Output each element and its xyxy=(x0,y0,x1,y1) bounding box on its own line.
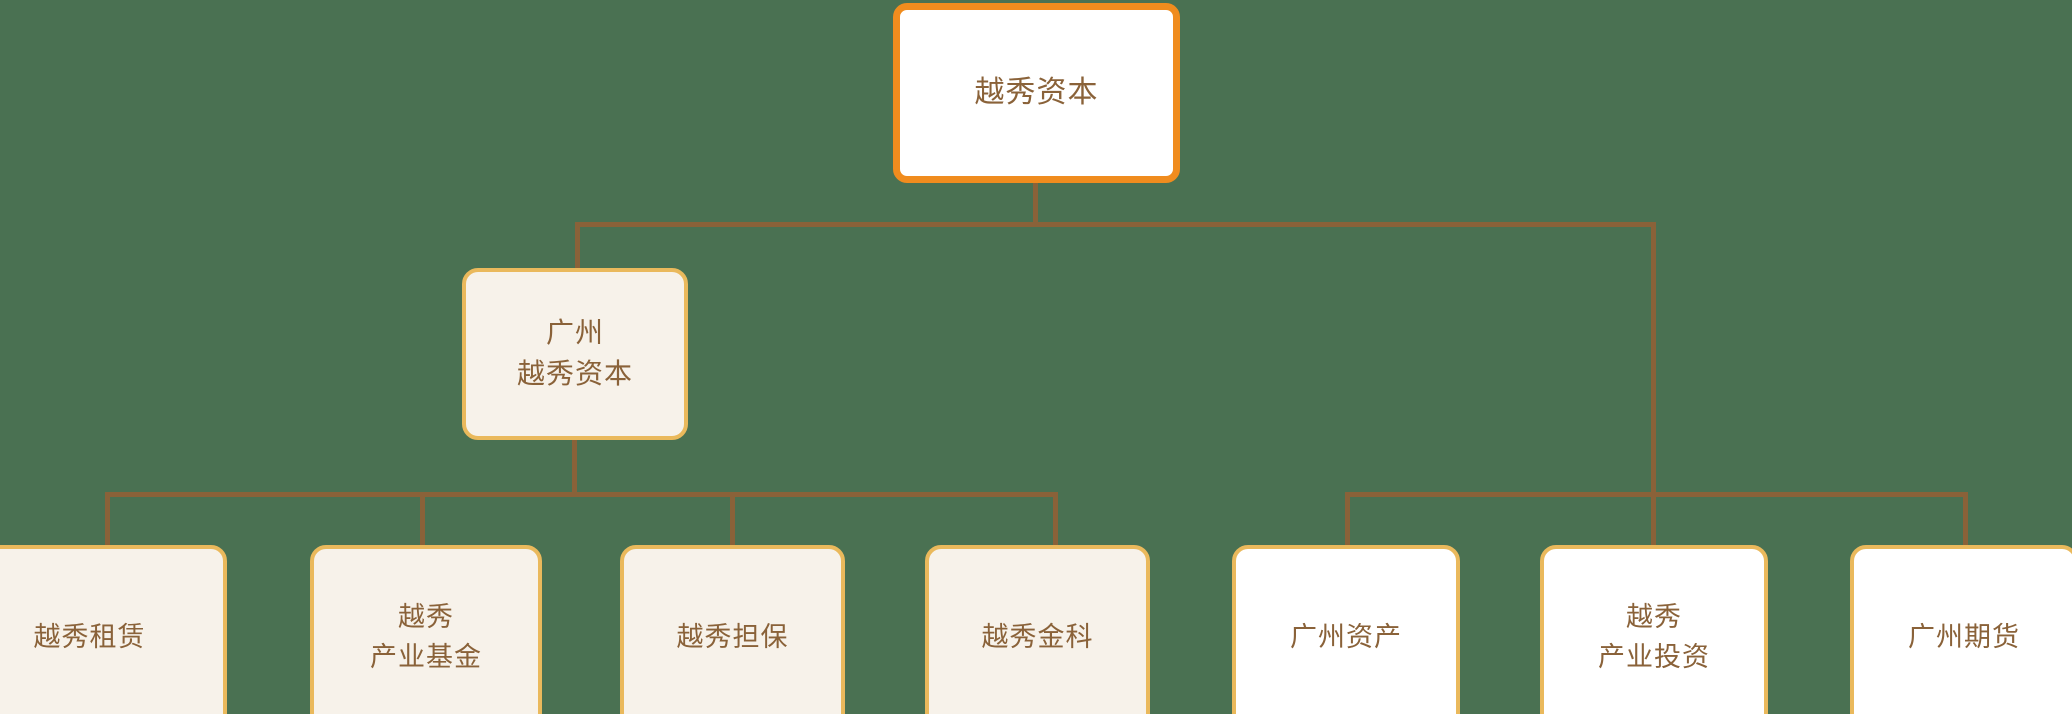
node-leaf-yuexiu-guarantee[interactable]: 越秀担保 xyxy=(620,545,845,714)
node-root-label: 越秀资本 xyxy=(974,76,1099,110)
node-leaf-yuexiu-fintech[interactable]: 越秀金科 xyxy=(925,545,1150,714)
connector-right-child-stub-3 xyxy=(1963,492,1968,548)
node-leaf-label-1: 越秀租赁 xyxy=(33,621,146,652)
node-leaf-guangzhou-assets[interactable]: 广州资产 xyxy=(1232,545,1460,714)
node-leaf-label-2: 越秀 产业基金 xyxy=(370,602,482,672)
connector-left-bus xyxy=(105,492,1057,497)
connector-top-bus xyxy=(575,222,1656,227)
node-leaf-label-4: 越秀金科 xyxy=(981,621,1094,652)
node-branch-label: 广州 越秀资本 xyxy=(516,317,633,389)
connector-left-child-stub-4 xyxy=(1053,492,1058,548)
connector-right-bus xyxy=(1345,492,1967,497)
node-leaf-label-3: 越秀担保 xyxy=(676,621,789,652)
node-root-yuexiu-capital[interactable]: 越秀资本 xyxy=(893,3,1180,183)
connector-left-child-stub-2 xyxy=(420,492,425,548)
connector-right-trunk xyxy=(1651,222,1656,495)
node-leaf-guangzhou-futures[interactable]: 广州期货 xyxy=(1850,545,2072,714)
node-leaf-label-7: 广州期货 xyxy=(1908,621,2020,652)
connector-left-child-stub-3 xyxy=(730,492,735,548)
node-leaf-label-5: 广州资产 xyxy=(1290,621,1402,652)
node-branch-guangzhou-yuexiu-capital[interactable]: 广州 越秀资本 xyxy=(462,268,688,440)
connector-branch-drop xyxy=(575,222,580,272)
node-leaf-yuexiu-industrial-investment[interactable]: 越秀 产业投资 xyxy=(1540,545,1768,714)
node-leaf-label-6: 越秀 产业投资 xyxy=(1598,602,1710,672)
connector-right-child-stub-1 xyxy=(1345,492,1350,548)
connector-branch-stub xyxy=(572,438,577,494)
connector-left-child-stub-1 xyxy=(105,492,110,548)
connector-root-stub xyxy=(1033,180,1038,225)
node-leaf-yuexiu-industrial-fund[interactable]: 越秀 产业基金 xyxy=(310,545,542,714)
node-leaf-yuexiu-leasing[interactable]: 越秀租赁 xyxy=(0,545,227,714)
connector-right-child-stub-2 xyxy=(1651,492,1656,548)
